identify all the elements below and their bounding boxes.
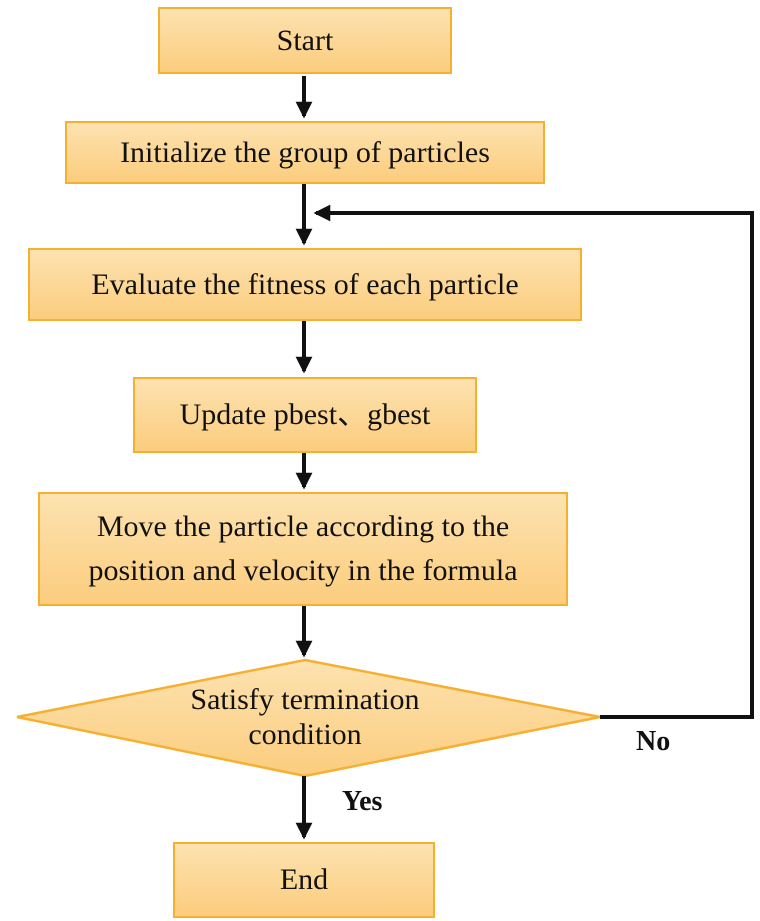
node-decision-label: Satisfy termination condition	[110, 682, 500, 752]
node-update: Update pbest、gbest	[133, 377, 477, 453]
node-end-label: End	[279, 863, 329, 896]
node-start: Start	[158, 7, 452, 74]
node-decision-label-line1: Satisfy termination	[190, 683, 420, 716]
node-move-label-line2: position and velocity in the formula	[88, 554, 518, 587]
edge-label-no: No	[636, 726, 671, 757]
node-initialize: Initialize the group of particles	[65, 121, 545, 184]
edge-decision-no-loopback	[313, 204, 754, 719]
node-start-label: Start	[276, 23, 334, 57]
node-end: End	[173, 842, 435, 918]
node-update-label: Update pbest、gbest	[179, 398, 431, 431]
node-initialize-label: Initialize the group of particles	[120, 135, 490, 169]
node-move: Move the particle according to the posit…	[38, 492, 568, 606]
node-decision-label-line2: condition	[248, 718, 362, 751]
node-move-label-line1: Move the particle according to the	[96, 510, 510, 543]
edge-label-yes: Yes	[342, 786, 383, 817]
node-evaluate: Evaluate the fitness of each particle	[28, 248, 582, 321]
node-evaluate-label: Evaluate the fitness of each particle	[91, 267, 519, 301]
